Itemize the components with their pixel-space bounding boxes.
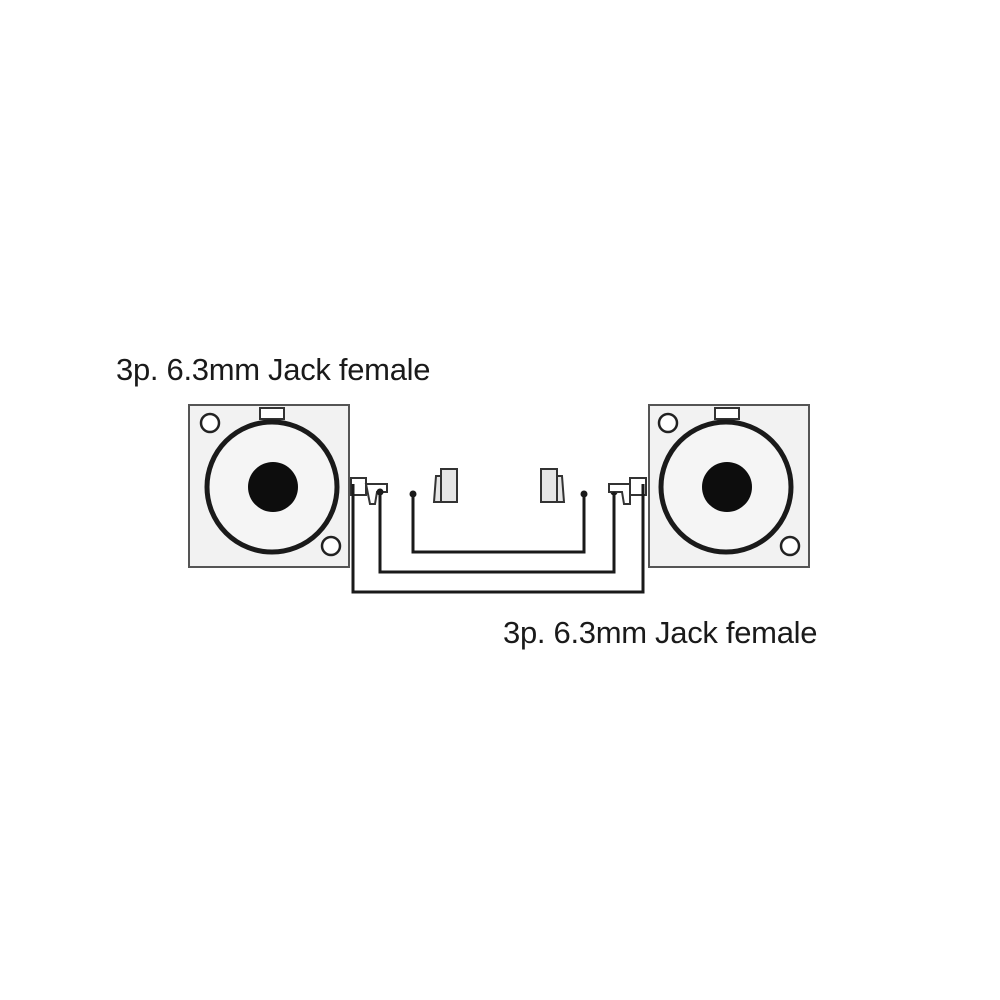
ring-wire bbox=[378, 492, 616, 574]
left-latch-tab bbox=[259, 407, 285, 420]
left-contacts bbox=[350, 468, 458, 505]
left-mounting-hole-bottom bbox=[320, 535, 342, 557]
right-connector-label: 3p. 6.3mm Jack female bbox=[503, 615, 818, 650]
right-jack-connector bbox=[648, 404, 810, 568]
left-jack-socket-hole bbox=[248, 462, 298, 512]
right-tip-contact bbox=[540, 468, 566, 503]
right-mounting-hole-top bbox=[657, 412, 679, 434]
wires bbox=[351, 484, 645, 594]
left-mounting-hole-top bbox=[199, 412, 221, 434]
left-ring-contact bbox=[364, 483, 388, 505]
right-jack-socket-hole bbox=[702, 462, 752, 512]
left-connector-label: 3p. 6.3mm Jack female bbox=[116, 352, 431, 387]
left-tip-contact bbox=[432, 468, 458, 503]
right-contacts bbox=[540, 468, 647, 505]
left-jack-connector bbox=[188, 404, 350, 568]
tip-wire bbox=[411, 494, 586, 554]
sleeve-wire bbox=[351, 484, 645, 594]
right-mounting-hole-bottom bbox=[779, 535, 801, 557]
left-sleeve-contact bbox=[350, 477, 367, 496]
right-latch-tab bbox=[714, 407, 740, 420]
